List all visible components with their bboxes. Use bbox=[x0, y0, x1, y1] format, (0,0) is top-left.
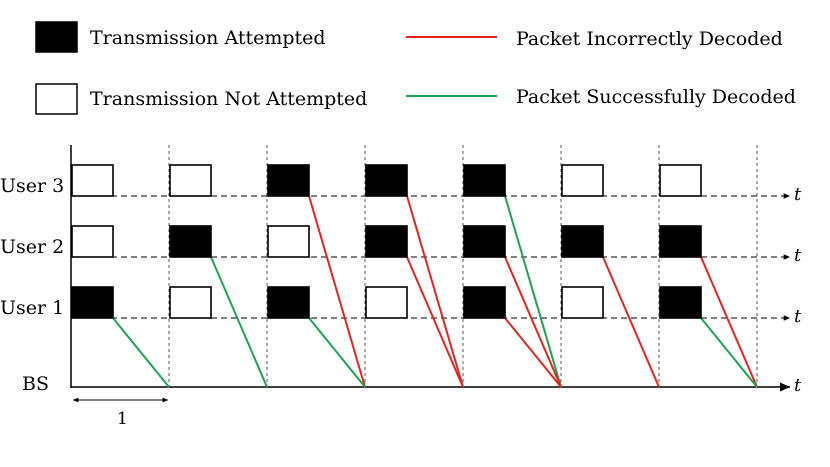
decode-lines bbox=[112, 195, 758, 388]
packet-not-attempted bbox=[169, 164, 212, 197]
decode-line-successful bbox=[112, 317, 170, 388]
packet-attempted bbox=[267, 286, 310, 319]
packet-not-attempted bbox=[71, 164, 114, 197]
decode-line-incorrect bbox=[700, 256, 758, 388]
packet-attempted bbox=[659, 225, 702, 258]
packet-boxes bbox=[71, 164, 702, 319]
slot-width-label: 1 bbox=[117, 409, 128, 429]
decode-line-incorrect bbox=[308, 195, 366, 388]
decode-line-incorrect bbox=[504, 317, 562, 388]
packet-not-attempted bbox=[169, 286, 212, 319]
packet-not-attempted bbox=[659, 164, 702, 197]
legend: Transmission Attempted Transmission Not … bbox=[35, 21, 796, 115]
row-label-user3: User 3 bbox=[0, 175, 64, 197]
row-label-user2: User 2 bbox=[0, 236, 64, 258]
decode-line-incorrect bbox=[602, 256, 660, 388]
slot-boundaries bbox=[168, 145, 758, 387]
packet-not-attempted bbox=[365, 286, 408, 319]
legend-not-attempted-label: Transmission Not Attempted bbox=[90, 88, 367, 110]
packet-attempted bbox=[463, 225, 506, 258]
row-label-user1: User 1 bbox=[0, 297, 64, 319]
packet-not-attempted bbox=[267, 225, 310, 258]
user1-axis-symbol: t bbox=[794, 306, 802, 327]
packet-attempted bbox=[463, 164, 506, 197]
legend-successful-label: Packet Successfully Decoded bbox=[516, 86, 796, 108]
time-axes: t t t t bbox=[71, 184, 802, 396]
packet-attempted bbox=[659, 286, 702, 319]
decode-line-successful bbox=[308, 317, 366, 388]
row-label-bs: BS bbox=[22, 373, 49, 395]
packet-attempted bbox=[365, 225, 408, 258]
row-labels: User 3 User 2 User 1 BS bbox=[0, 175, 64, 395]
decode-line-incorrect bbox=[504, 256, 562, 388]
decode-line-incorrect bbox=[406, 256, 464, 388]
packet-attempted bbox=[71, 286, 114, 319]
decode-line-successful bbox=[700, 317, 758, 388]
legend-not-attempted-swatch bbox=[35, 83, 78, 115]
user3-axis-symbol: t bbox=[794, 184, 802, 205]
packet-attempted bbox=[561, 225, 604, 258]
packet-attempted bbox=[169, 225, 212, 258]
bs-axis-symbol: t bbox=[794, 375, 802, 396]
decode-line-successful bbox=[504, 195, 562, 388]
legend-incorrect-label: Packet Incorrectly Decoded bbox=[516, 28, 783, 50]
slot-width-indicator: 1 bbox=[73, 397, 168, 429]
packet-not-attempted bbox=[561, 286, 604, 319]
packet-attempted bbox=[365, 164, 408, 197]
packet-attempted bbox=[267, 164, 310, 197]
decode-line-successful bbox=[210, 256, 268, 388]
packet-not-attempted bbox=[561, 164, 604, 197]
packet-attempted bbox=[463, 286, 506, 319]
decode-line-incorrect bbox=[406, 195, 464, 388]
legend-attempted-label: Transmission Attempted bbox=[90, 27, 326, 49]
legend-attempted-swatch bbox=[35, 21, 78, 53]
user2-axis-symbol: t bbox=[794, 245, 802, 266]
packet-not-attempted bbox=[71, 225, 114, 258]
